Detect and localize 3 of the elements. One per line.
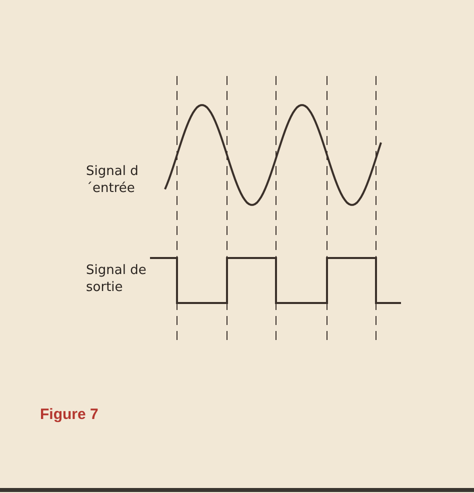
signal-label: Signal de sortie [86,262,148,296]
figure-caption: Figure 7 [40,406,98,423]
signal-label: Signal d´entrée [86,163,140,197]
